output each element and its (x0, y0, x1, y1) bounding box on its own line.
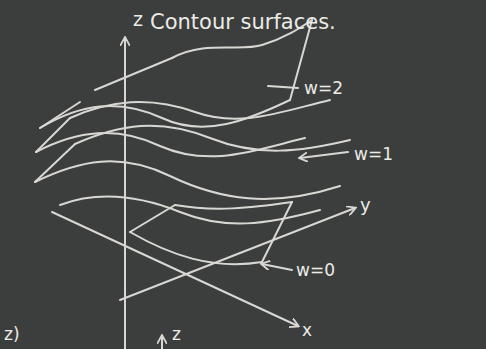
contour-label: w=1 (354, 146, 393, 163)
contour-label: w=0 (296, 262, 335, 279)
axis-label: z (133, 10, 143, 29)
board-title: Contour surfaces. (150, 12, 336, 33)
axis-label: z (172, 326, 181, 343)
contour-label: w=2 (304, 80, 343, 97)
axis-label: x (302, 322, 312, 339)
axis-label: y (360, 196, 371, 214)
partial-text: z) (4, 326, 20, 343)
